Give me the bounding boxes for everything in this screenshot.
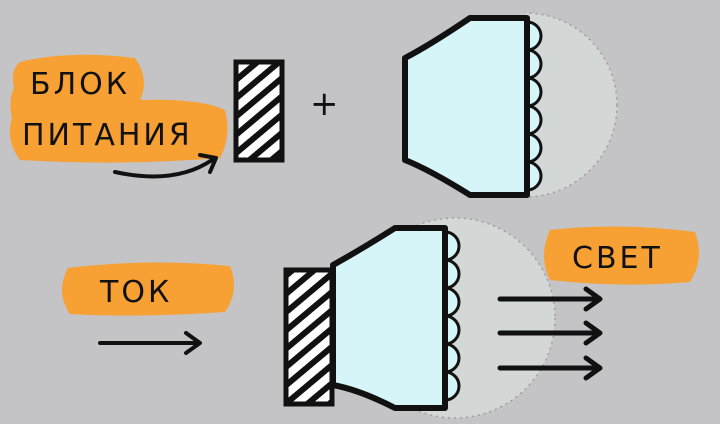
battery-icon — [233, 59, 285, 163]
light-arrows-icon — [497, 286, 603, 381]
bulb-body — [330, 225, 448, 411]
plus-sign: + — [310, 84, 342, 124]
battery-icon — [283, 267, 335, 407]
bulb-body — [402, 15, 530, 198]
highlight-blob — [61, 262, 234, 316]
led-bumps — [444, 230, 461, 402]
curved-arrow-shaft — [113, 158, 214, 179]
power-supply-label: БЛОК ПИТАНИЯ — [9, 54, 228, 163]
power-label-line1: БЛОК — [30, 67, 130, 102]
highlight-blob — [9, 54, 228, 163]
led-bulb-on — [283, 217, 603, 419]
current-text: ТОК — [99, 275, 172, 310]
current-label: ТОК — [61, 262, 234, 316]
led-bulb-off — [402, 0, 618, 230]
curved-arrow-head-icon — [198, 153, 218, 174]
current-arrow-icon — [98, 331, 202, 355]
light-label: СВЕТ — [544, 226, 699, 285]
power-label-line2: ПИТАНИЯ — [22, 118, 193, 153]
light-text: СВЕТ — [572, 241, 663, 276]
led-bumps — [526, 20, 543, 192]
highlight-blob — [544, 226, 699, 285]
